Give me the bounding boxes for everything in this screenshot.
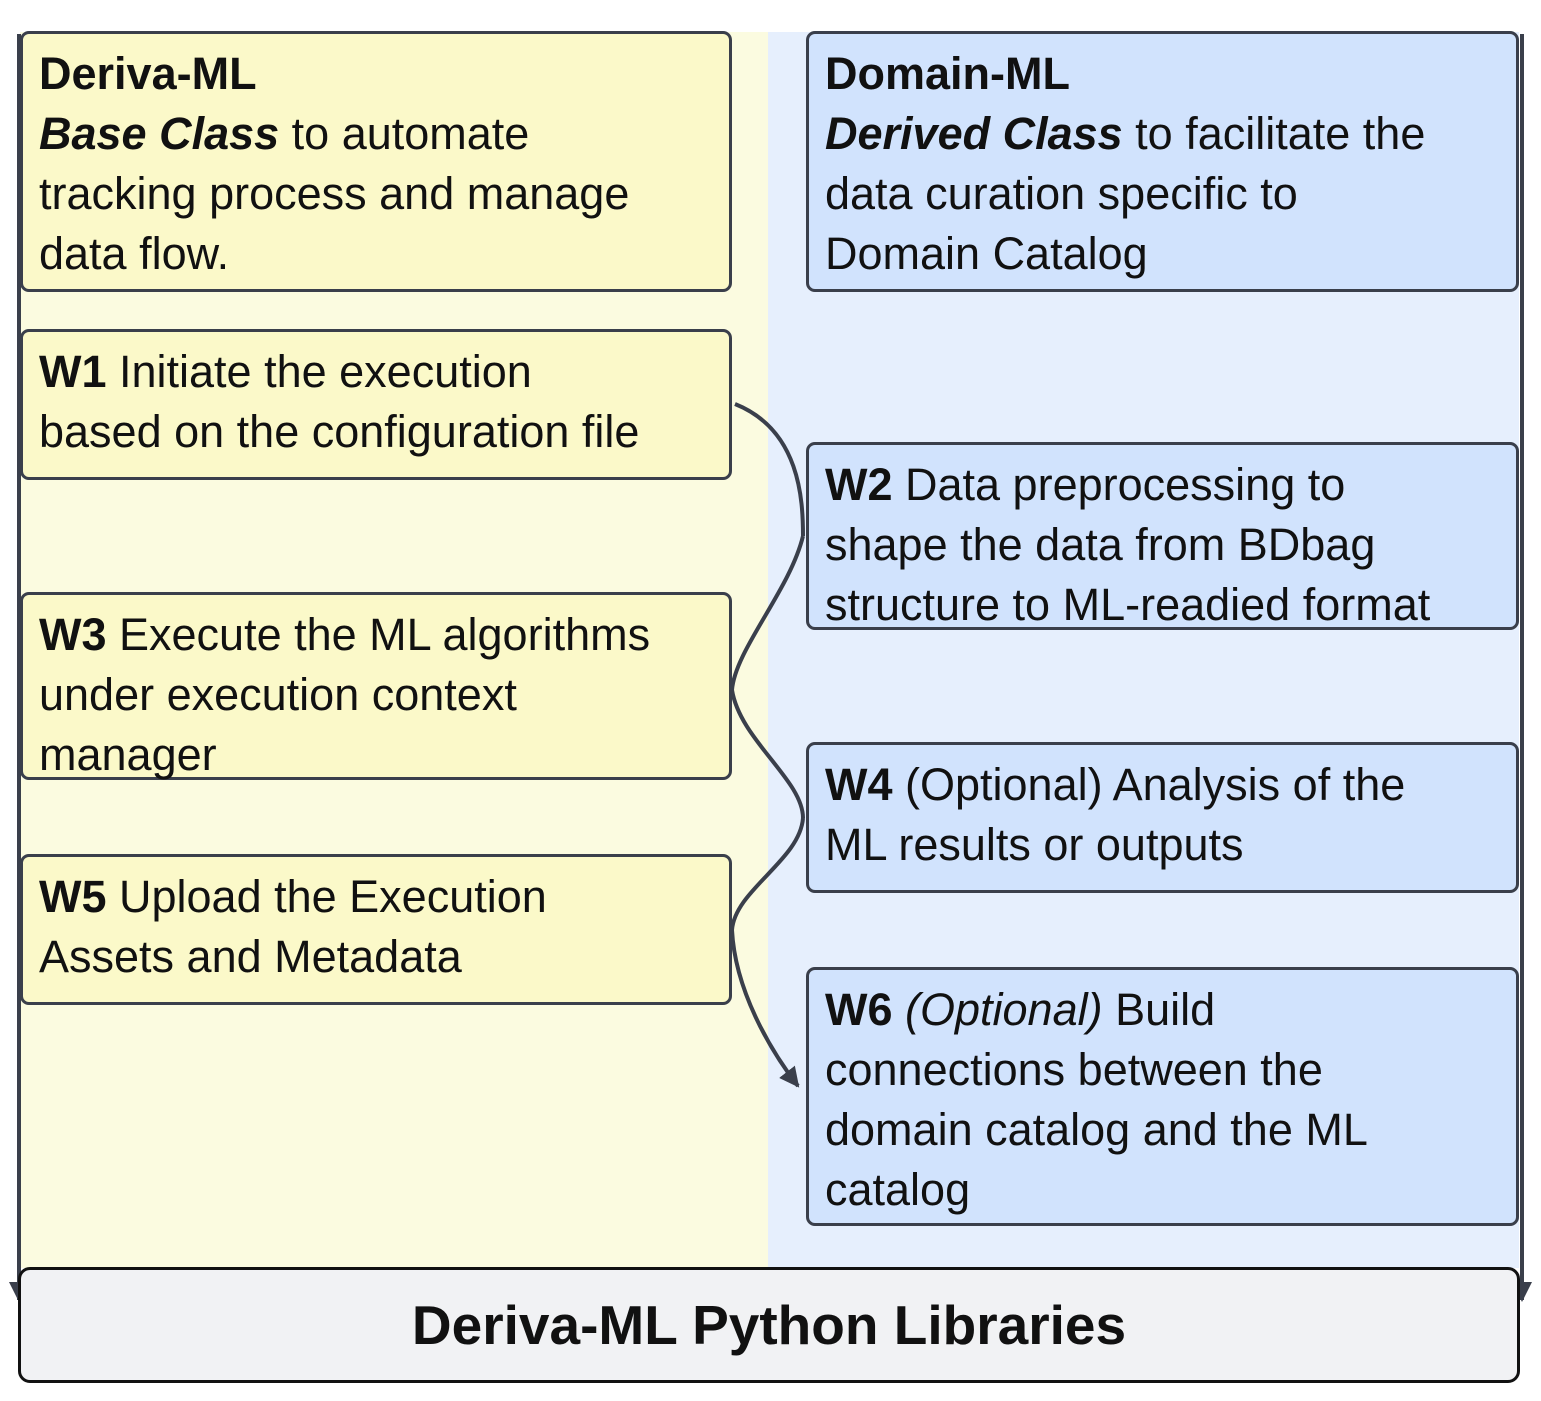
connector-w4-w5 xyxy=(730,817,805,931)
step-w3-box: W3 Execute the ML algorithms under execu… xyxy=(20,592,732,780)
step-w5-box: W5 Upload the Execution Assets and Metad… xyxy=(20,854,732,1005)
connector-w2-w3 xyxy=(730,535,805,691)
step-w1-id: W1 xyxy=(39,346,107,397)
domain-ml-derived-class-box: Domain-ML Derived Class to facilitate th… xyxy=(806,31,1519,292)
deriva-ml-base-class-box: Deriva-ML Base Class to automate trackin… xyxy=(20,31,732,292)
step-w6-box: W6 (Optional) Build connections between … xyxy=(806,967,1519,1226)
step-w5-id: W5 xyxy=(39,871,107,922)
step-w3-id: W3 xyxy=(39,609,107,660)
deriva-ml-heading: Deriva-ML xyxy=(39,48,257,99)
domain-ml-heading: Domain-ML xyxy=(825,48,1070,99)
libraries-title: Deriva-ML Python Libraries xyxy=(411,1294,1127,1356)
base-class-label: Base Class xyxy=(39,108,280,159)
step-w2-box: W2 Data preprocessing to shape the data … xyxy=(806,442,1519,630)
step-w1-box: W1 Initiate the execution based on the c… xyxy=(20,329,732,480)
connector-w5-w6 xyxy=(730,929,800,1088)
step-w4-box: W4 (Optional) Analysis of the ML results… xyxy=(806,742,1519,893)
python-libraries-box: Deriva-ML Python Libraries xyxy=(18,1267,1520,1383)
step-w2-id: W2 xyxy=(825,459,893,510)
connector-w1-w2 xyxy=(734,402,805,537)
step-w6-id: W6 xyxy=(825,984,893,1035)
connector-w3-w4 xyxy=(730,689,805,819)
step-w4-id: W4 xyxy=(825,759,893,810)
derived-class-label: Derived Class xyxy=(825,108,1123,159)
